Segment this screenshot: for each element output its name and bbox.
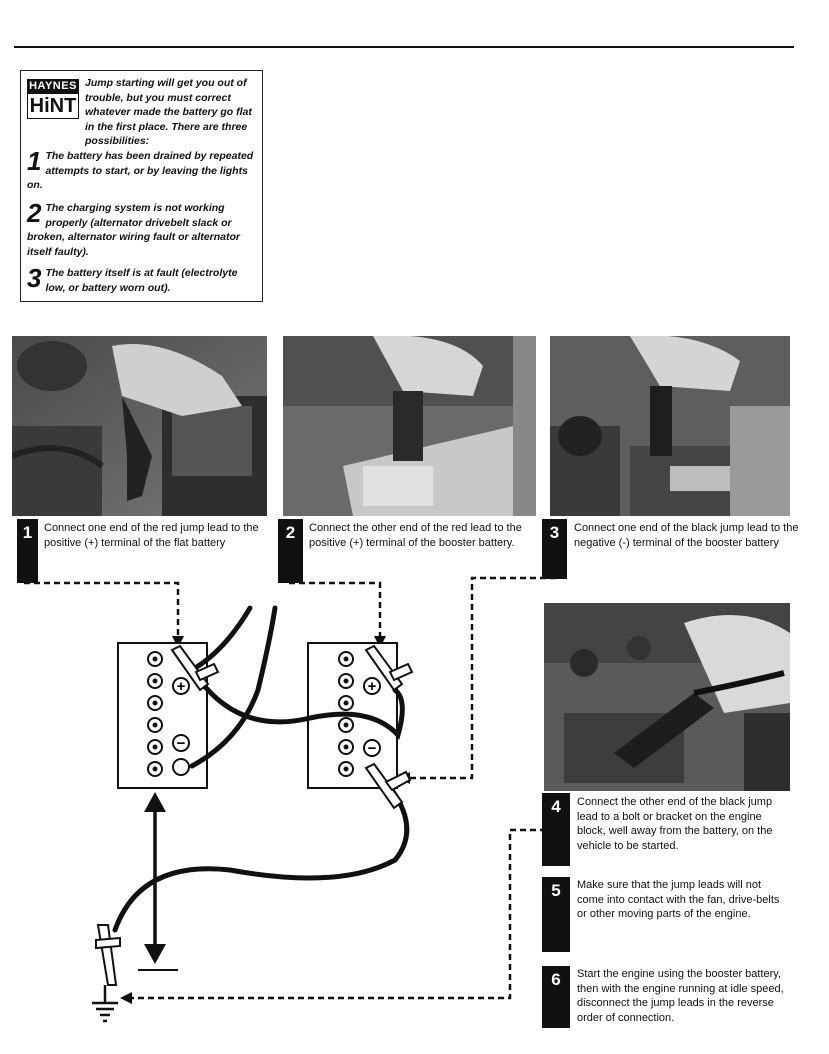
photo-step-4: [544, 603, 790, 791]
hint-item-number: 3: [27, 263, 42, 293]
step-2-number: 2: [278, 519, 303, 583]
hint-item-number: 2: [27, 198, 42, 228]
step-5-text: Make sure that the jump leads will not c…: [577, 879, 780, 920]
step-5-number: 5: [542, 877, 570, 952]
photo-step-2: [283, 336, 536, 516]
haynes-hint-logo: HAYNES HiNT: [27, 79, 79, 121]
hint-item-text: The battery has been drained by repeated…: [27, 150, 254, 191]
step-4-text: Connect the other end of the black jump …: [577, 796, 773, 852]
step-4-number: 4: [542, 793, 570, 866]
hint-item-text: The charging system is not working prope…: [27, 202, 240, 258]
photo-step-1: [12, 336, 267, 516]
booster-battery-positive-label: +: [368, 678, 377, 695]
top-rule: [14, 46, 794, 48]
step-6-number: 6: [542, 966, 570, 1028]
booster-battery-negative-label: −: [368, 740, 377, 757]
hint-item-2: 2 The charging system is not working pro…: [27, 198, 259, 259]
hint-item-text: The battery itself is at fault (electrol…: [45, 267, 238, 294]
hint-item-1: 1 The battery has been drained by repeat…: [27, 146, 259, 193]
hint-item-number: 1: [27, 146, 42, 176]
flat-battery-negative-label: −: [177, 735, 186, 752]
photo-step-3: [550, 336, 790, 516]
jump-clamps: [95, 644, 414, 986]
step-1-number: 1: [17, 519, 38, 583]
hint-logo-bottom: HiNT: [27, 94, 79, 119]
step-6-text: Start the engine using the booster batte…: [577, 968, 784, 1024]
step-3-text: Connect one end of the black jump lead t…: [574, 522, 799, 549]
hint-intro-text: Jump starting will get you out of troubl…: [85, 77, 252, 147]
earth-ground-symbol: [92, 985, 118, 1023]
step-3-number: 3: [542, 519, 567, 579]
separation-double-arrow: [138, 792, 178, 971]
flat-battery-positive-label: +: [177, 678, 186, 695]
hint-logo-top: HAYNES: [27, 79, 79, 94]
dashed-leader-lines: [24, 576, 556, 1000]
step-1-text: Connect one end of the red jump lead to …: [44, 522, 259, 549]
hint-item-3: 3 The battery itself is at fault (electr…: [27, 263, 259, 295]
step-2-text: Connect the other end of the red lead to…: [309, 522, 522, 549]
haynes-hint-box: HAYNES HiNT Jump starting will get you o…: [20, 70, 263, 302]
